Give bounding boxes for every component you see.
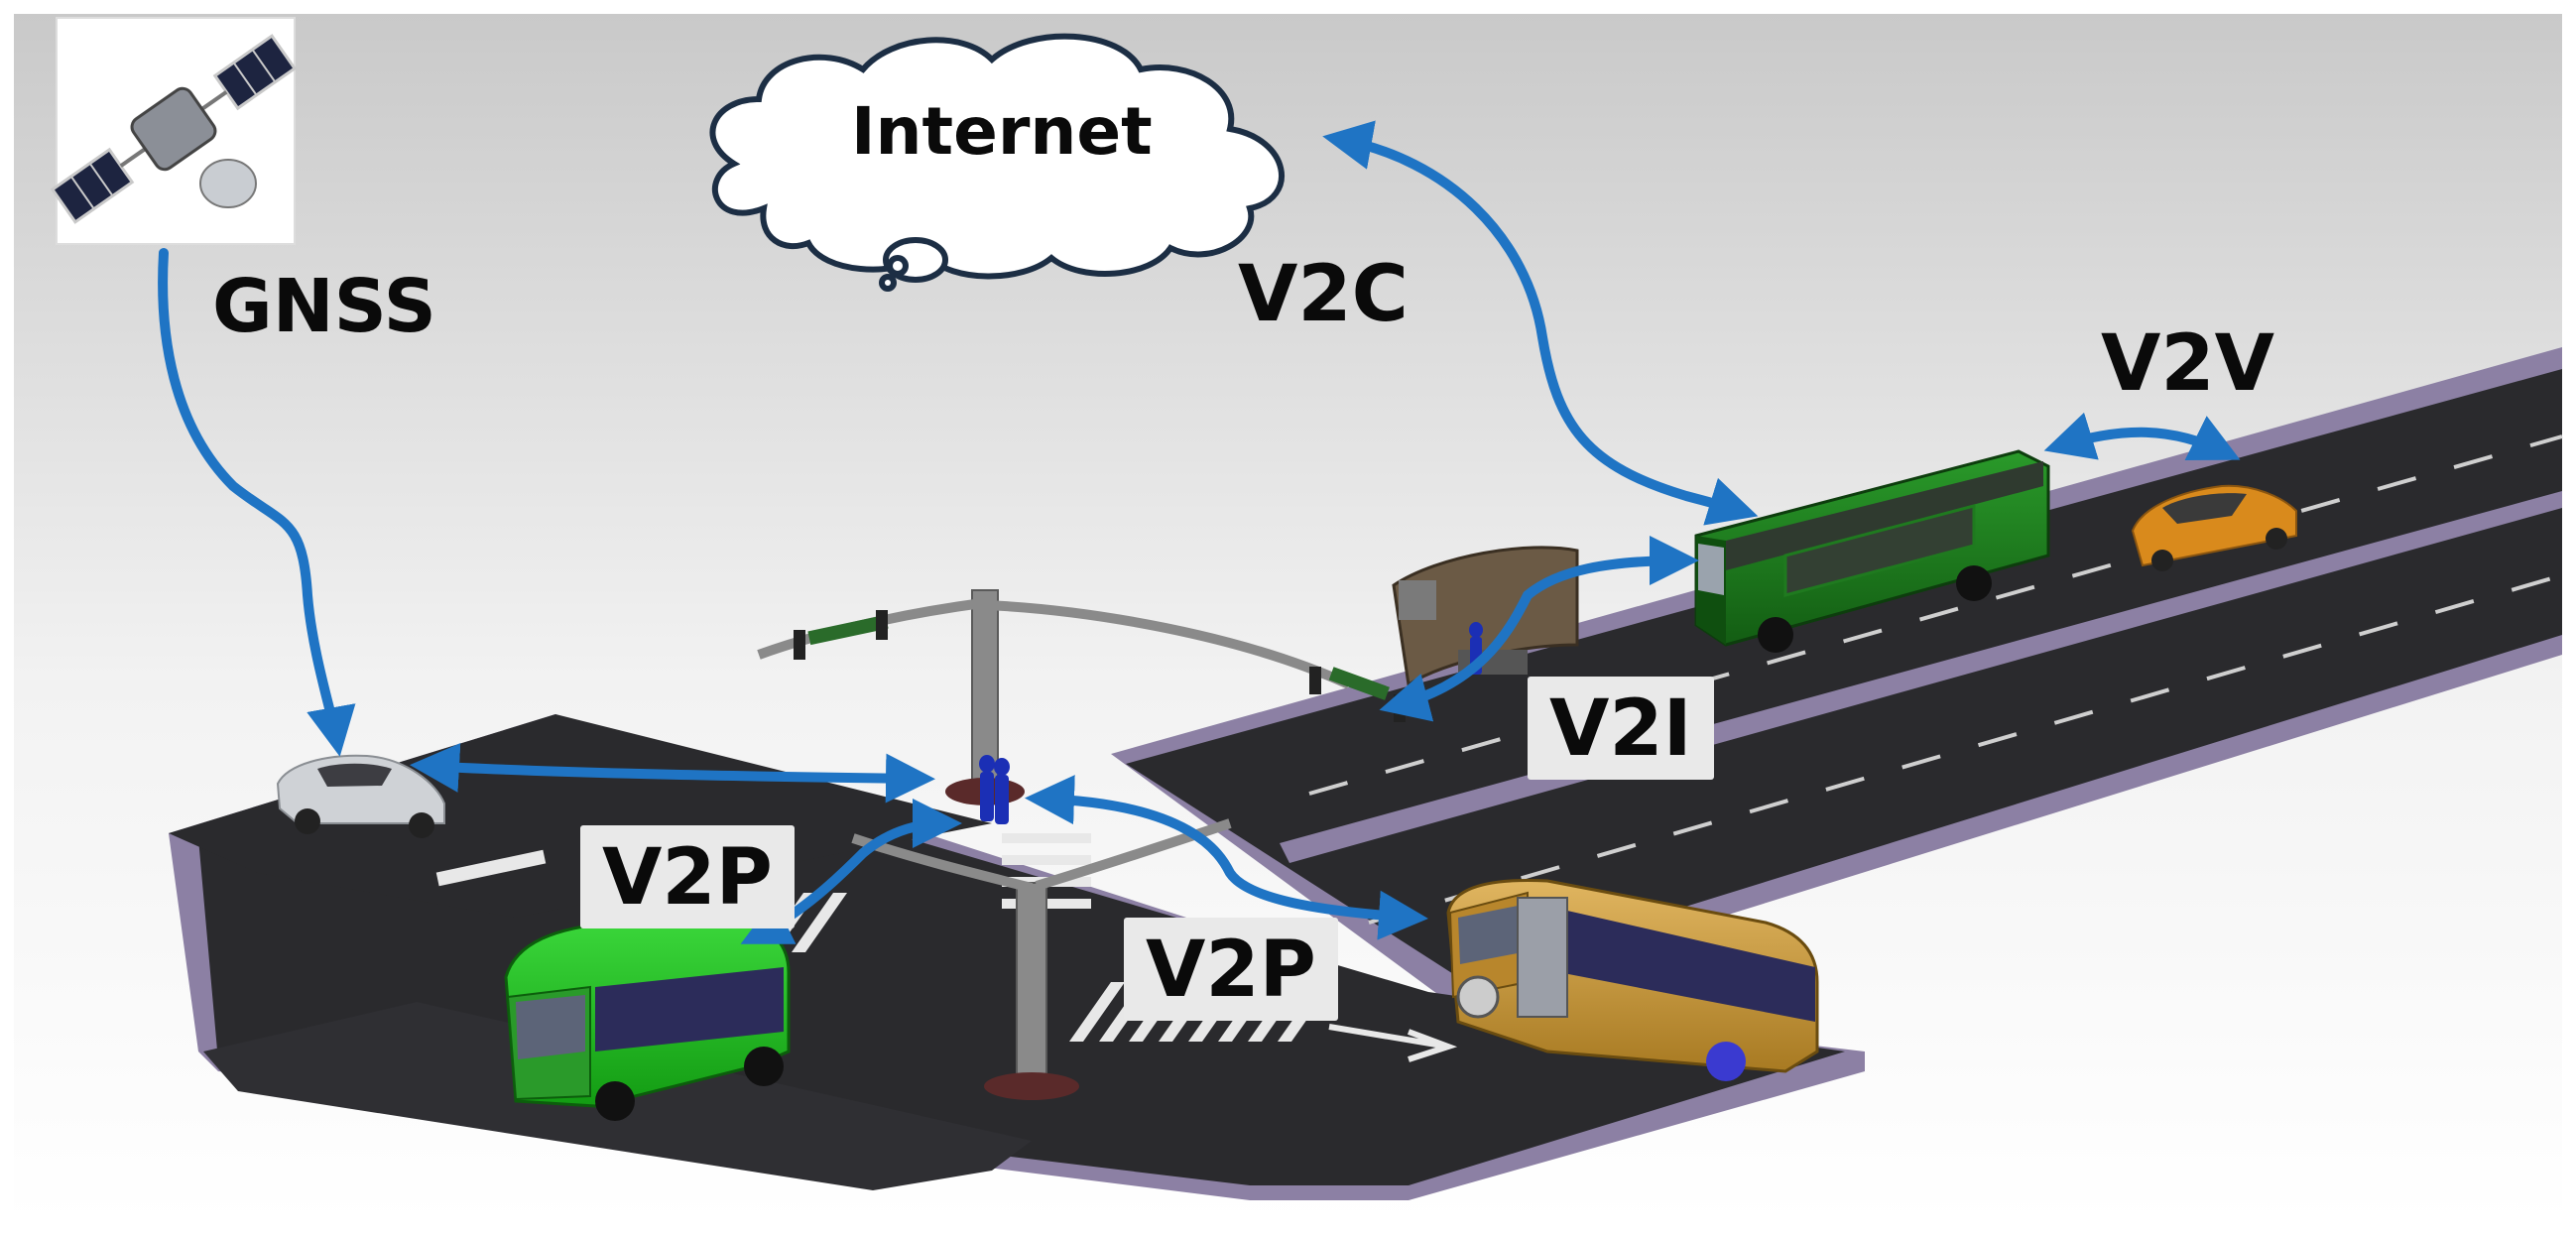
arrow-v2i <box>1379 536 1699 722</box>
gold-shuttle <box>1446 879 1819 1081</box>
green-shuttle <box>504 921 791 1121</box>
pedestrians-intersection <box>979 755 1010 824</box>
v2i-label: V2I <box>1528 677 1714 780</box>
satellite-image <box>50 17 298 245</box>
arrow-gnss <box>158 248 356 757</box>
orange-sedan <box>2131 484 2297 571</box>
v2c-label: V2C <box>1238 250 1409 339</box>
communication-arrows <box>158 120 2241 944</box>
arrow-v2p-right <box>1025 775 1428 940</box>
road-arrow-marking <box>1328 1024 1458 1062</box>
v2v-label: V2V <box>2101 319 2275 409</box>
lane-markings <box>1308 434 2563 925</box>
v2p-left-label: V2P <box>580 825 795 928</box>
arrow-v2c <box>1322 120 1759 526</box>
arrow-v2v <box>2043 412 2241 461</box>
arrow-car-to-pedestrian <box>410 743 935 804</box>
gnss-label: GNSS <box>212 264 436 349</box>
left-road-surface <box>169 714 992 918</box>
silver-sedan <box>276 754 445 838</box>
traffic-signal-main <box>757 589 1406 805</box>
green-bus <box>1694 449 2050 653</box>
internet-label: Internet <box>851 93 1153 170</box>
v2p-right-label: V2P <box>1124 918 1338 1021</box>
internet-cloud <box>709 33 1285 292</box>
